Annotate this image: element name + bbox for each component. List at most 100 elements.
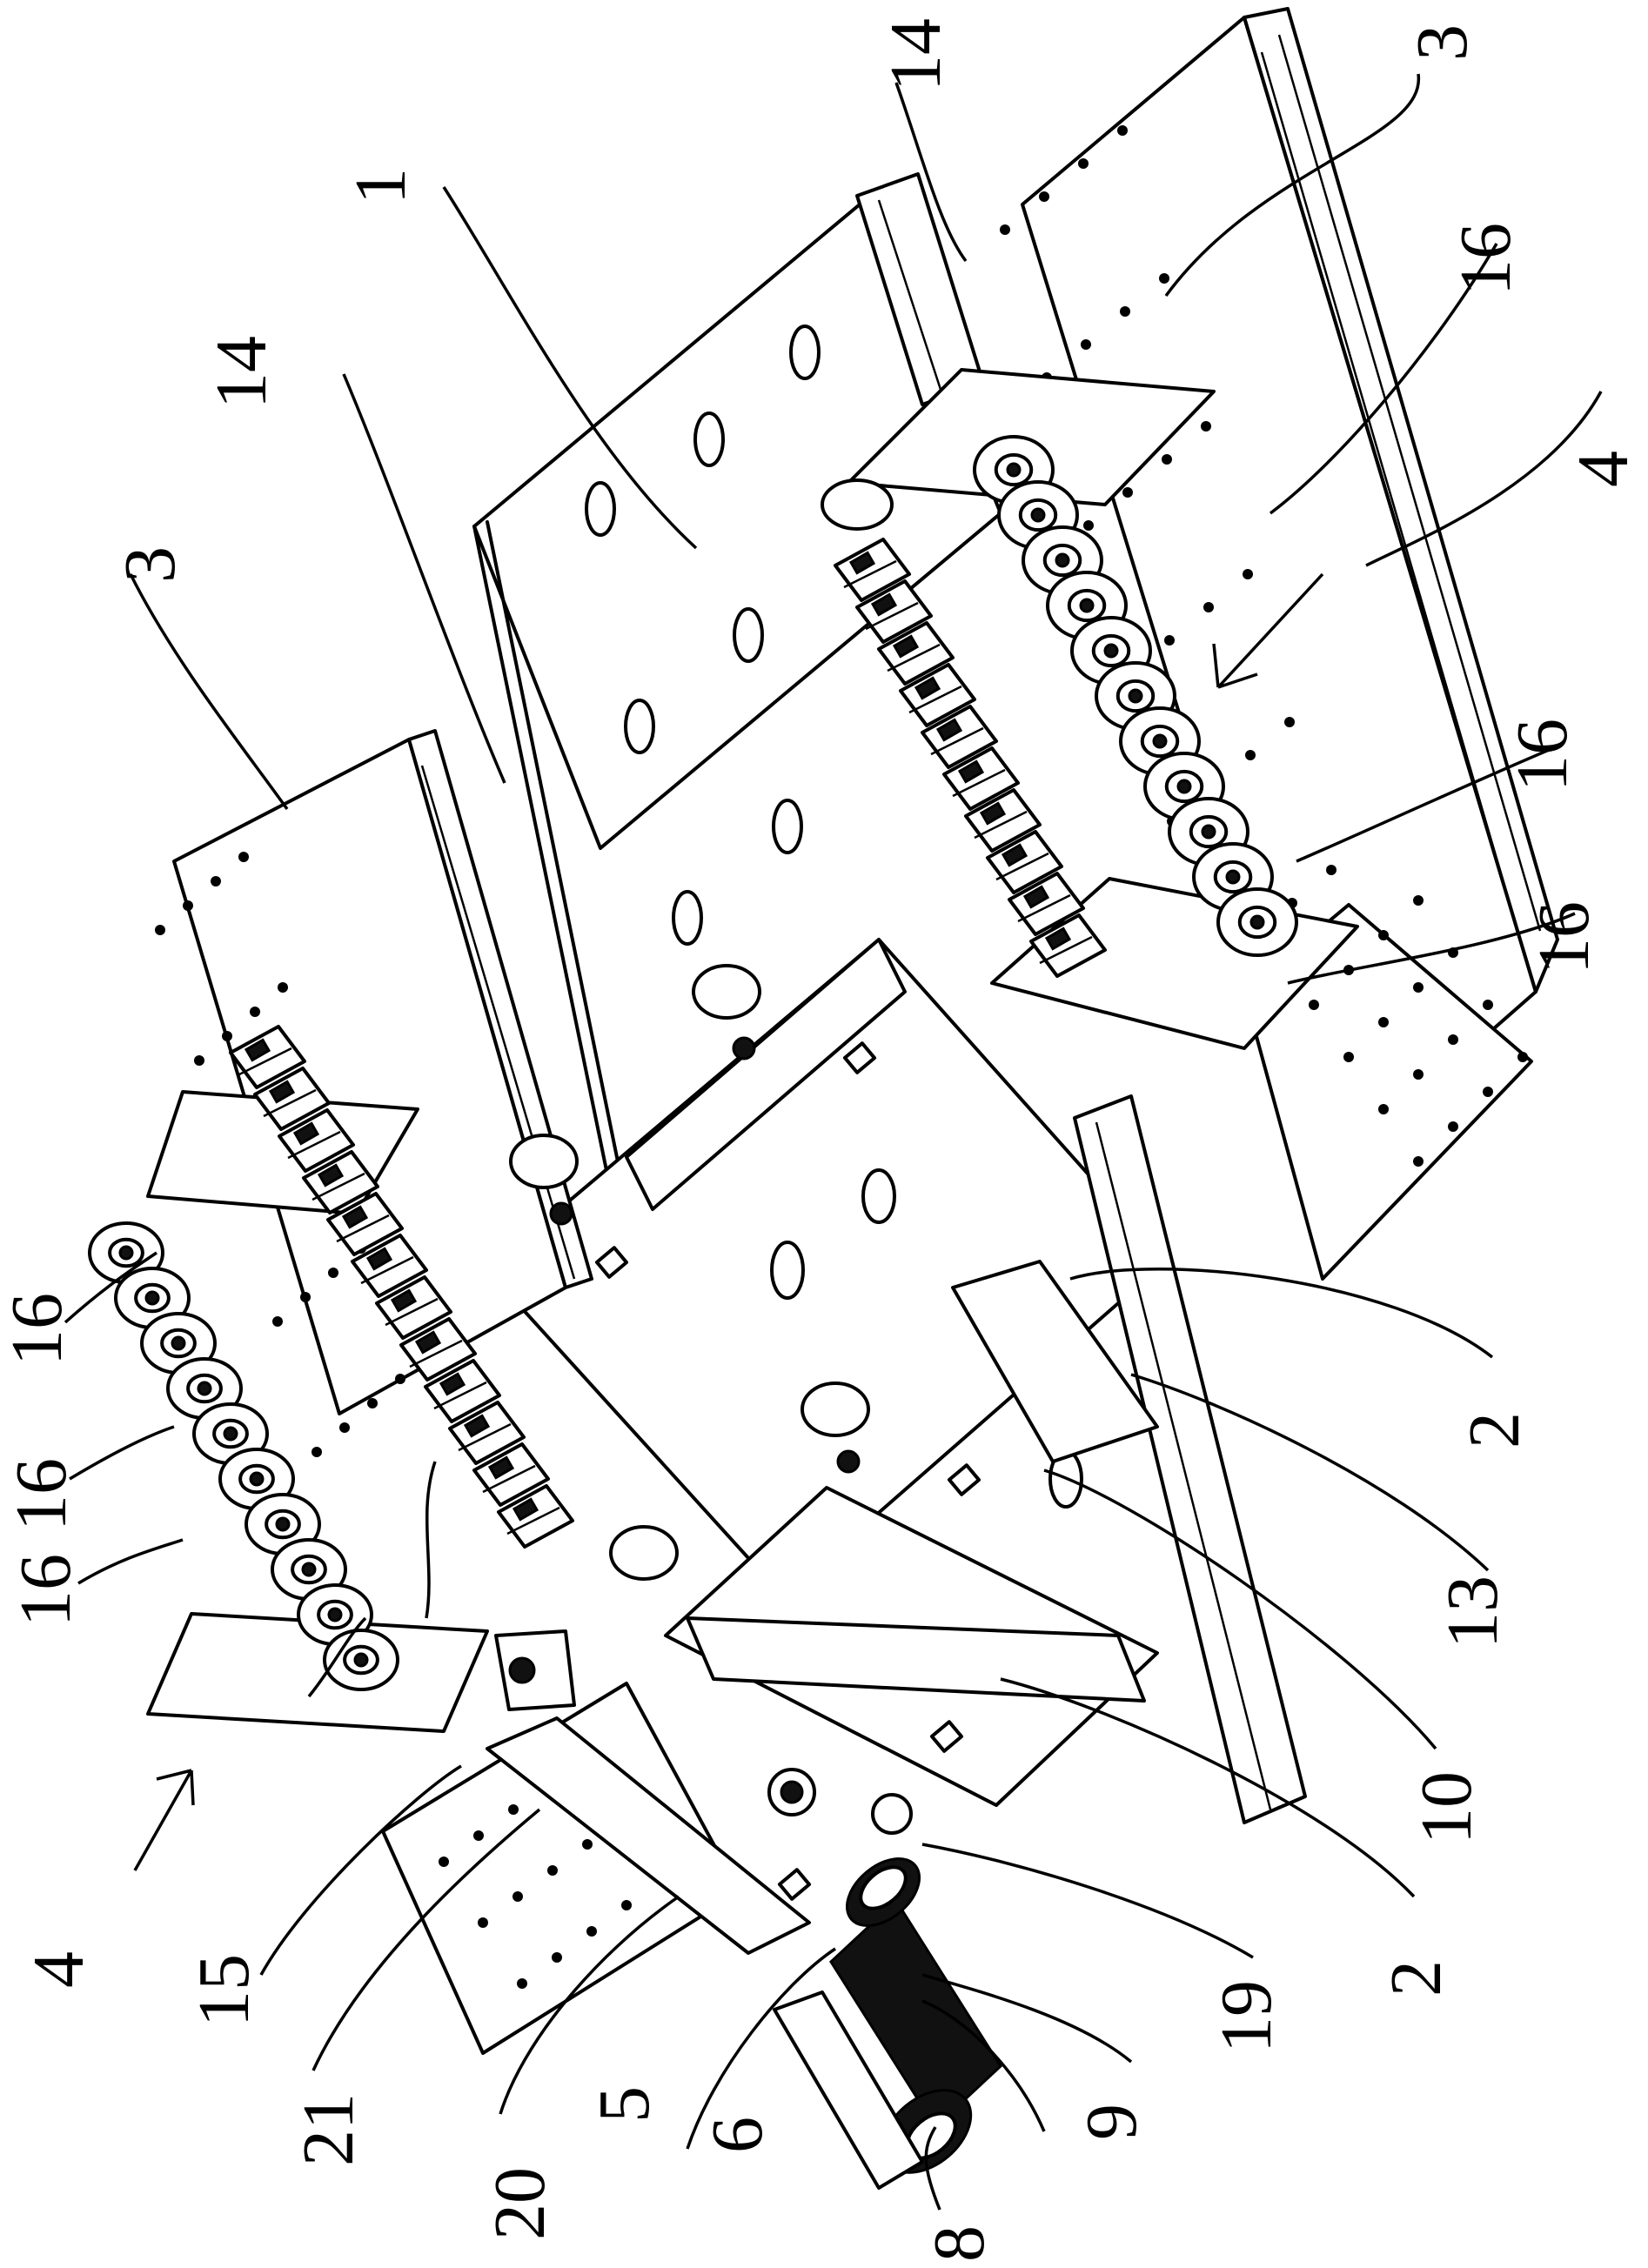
ref-label-9: 9 [1071, 2104, 1152, 2140]
mounting-hole [1039, 191, 1049, 202]
mounting-hole [586, 1926, 597, 1937]
mounting-hole [1000, 224, 1010, 235]
ref-label-16f: 16 [5, 1554, 86, 1627]
mounting-hole [1203, 602, 1214, 612]
mounting-hole [1413, 895, 1424, 906]
ref-label-16a: 16 [1445, 223, 1526, 296]
mounting-hole [1517, 1052, 1528, 1062]
ref-label-20: 20 [479, 2167, 560, 2240]
mounting-hole [1483, 1087, 1493, 1097]
ref-label-21: 21 [288, 2093, 369, 2166]
mounting-hole [1413, 1156, 1424, 1167]
mounting-hole [1378, 930, 1389, 940]
mounting-hole [278, 982, 288, 993]
mounting-hole [1326, 865, 1336, 875]
roller-axle [1032, 509, 1044, 521]
mounting-hole [1078, 158, 1089, 169]
ref-label-10: 10 [1406, 1771, 1487, 1844]
mounting-hole [1120, 306, 1130, 317]
roller-axle [1251, 916, 1263, 928]
roller-axle [1129, 690, 1142, 702]
ref-label-14b: 14 [201, 336, 282, 409]
mounting-hole [211, 876, 221, 886]
mounting-hole [1081, 339, 1091, 350]
mounting-hole [582, 1839, 593, 1850]
mounting-hole [1343, 1052, 1354, 1062]
ref-label-8: 8 [919, 2225, 1000, 2262]
ref-label-15: 15 [184, 1954, 265, 2027]
mounting-hole [552, 1952, 562, 1963]
ref-label-16d: 16 [0, 1293, 77, 1366]
mounting-hole [1413, 1069, 1424, 1080]
roller-axle [355, 1654, 367, 1666]
mounting-hole [222, 1031, 232, 1041]
mounting-hole [473, 1830, 484, 1841]
mounting-hole [1413, 982, 1424, 993]
roller-axle [224, 1428, 237, 1440]
roller-axle [146, 1292, 158, 1304]
mounting-hole [300, 1292, 311, 1302]
roller-axle [1081, 599, 1093, 612]
mounting-hole [339, 1422, 350, 1433]
mounting-hole [478, 1917, 488, 1928]
roller-axle [277, 1518, 289, 1530]
mounting-hole [508, 1804, 519, 1815]
ref-label-5: 5 [584, 2086, 665, 2123]
rail-lower [1075, 1096, 1305, 1823]
ref-label-2b: 2 [1376, 1960, 1457, 1997]
mounting-hole [1448, 1034, 1458, 1045]
mounting-hole [328, 1268, 338, 1278]
mounting-hole [395, 1374, 405, 1384]
mounting-hole [1309, 1000, 1319, 1010]
motor [774, 1845, 1001, 2189]
mounting-hole [312, 1447, 322, 1457]
mounting-hole [1122, 487, 1133, 498]
ref-label-16e: 16 [1, 1458, 82, 1531]
mounting-hole [1159, 273, 1169, 284]
mounting-hole [250, 1007, 260, 1017]
roller-axle [329, 1609, 341, 1621]
roller-axle [303, 1563, 315, 1576]
mounting-hole [1245, 750, 1256, 760]
ref-label-3a: 3 [1402, 24, 1483, 61]
mounting-hole [1117, 125, 1128, 136]
mounting-hole [512, 1891, 523, 1902]
roller-axle [1154, 735, 1166, 747]
roller-axle [172, 1337, 184, 1349]
ref-label-4b: 4 [18, 1951, 99, 1988]
ref-label-4a: 4 [1563, 451, 1644, 487]
mounting-hole [238, 852, 249, 862]
ref-label-2a: 2 [1454, 1412, 1535, 1448]
roller-axle [1203, 826, 1215, 838]
mounting-hole [1284, 717, 1295, 727]
ref-label-14a: 14 [875, 18, 956, 91]
roller-axle [251, 1473, 263, 1485]
mounting-hole [1483, 1000, 1493, 1010]
roller-axle [1105, 645, 1117, 657]
mounting-hole [1378, 1104, 1389, 1114]
mounting-hole [1378, 1017, 1389, 1027]
roller-axle [1227, 871, 1239, 883]
ref-label-16b: 16 [1502, 719, 1583, 792]
mounting-hole [547, 1865, 558, 1876]
mounting-hole [1448, 1121, 1458, 1132]
roller-axle [1056, 554, 1069, 566]
ref-label-1: 1 [340, 168, 421, 204]
mounting-hole [194, 1055, 204, 1066]
roller-axle [120, 1247, 132, 1259]
roller-axle [1008, 464, 1020, 476]
ref-label-19: 19 [1206, 1980, 1287, 2053]
mounting-hole [517, 1978, 527, 1989]
ref-label-16c: 16 [1524, 901, 1604, 974]
mounting-hole [183, 900, 193, 911]
mounting-hole [155, 925, 165, 935]
mounting-hole [439, 1857, 449, 1867]
mounting-hole [621, 1900, 632, 1910]
mounting-hole [1083, 520, 1094, 531]
roller-axle [198, 1382, 211, 1395]
ref-label-6: 6 [697, 2117, 778, 2153]
ref-label-13: 13 [1432, 1576, 1513, 1649]
ref-label-3b: 3 [110, 546, 191, 583]
mounting-hole [272, 1316, 283, 1327]
